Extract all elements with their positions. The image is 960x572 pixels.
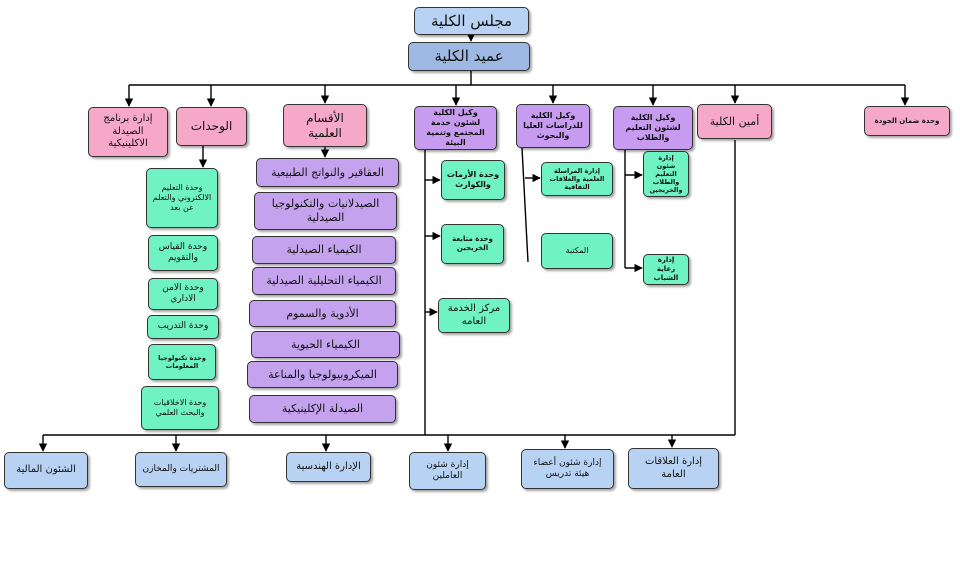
quality-unit-box: وحدة ضمان الجودة bbox=[864, 106, 950, 136]
public-relations-box: إدارة العلاقات العامة bbox=[628, 448, 719, 489]
clinical-program-box: إدارة برنامج الصيدلة الاكلينيكية bbox=[88, 107, 168, 157]
public-service-center-box: مركز الخدمة العامه bbox=[438, 298, 510, 333]
vice-dean-research-box: وكيل الكلية للدراسات العليا والبحوث bbox=[516, 104, 590, 148]
vice-dean-community-box: وكيل الكلية لشئون خدمة المجتمع وتنمية ال… bbox=[414, 106, 497, 150]
scientific-departments-box: الأقسام العلمية bbox=[283, 104, 367, 147]
dept-pharmacology-toxicology: الأدوية والسموم bbox=[249, 300, 396, 327]
dept-microbiology-immunology: الميكروبيولوجيا والمناعة bbox=[247, 361, 398, 388]
dept-pharmaceutics: الصيدلانيات والتكنولوجيا الصيدلية bbox=[254, 192, 397, 230]
unit-elearning: وحدة التعليم الالكتروني والتعلم عن بعد bbox=[146, 168, 218, 228]
procurement-stores-box: المشتريات والمخازن bbox=[135, 452, 227, 487]
college-secretary-box: أمين الكلية bbox=[697, 104, 772, 139]
dept-clinical-pharmacy: الصيدلة الإكلينيكية bbox=[249, 395, 396, 423]
graduates-followup-box: وحدة متابعة الخريجين bbox=[441, 224, 504, 264]
engineering-admin-box: الإدارة الهندسية bbox=[286, 452, 371, 482]
dept-biochemistry: الكيمياء الحيوية bbox=[251, 331, 400, 358]
units-box: الوحدات bbox=[176, 107, 247, 146]
dean-box: عميد الكلية bbox=[408, 42, 530, 71]
unit-training: وحدة التدريب bbox=[147, 315, 219, 339]
vice-dean-education-box: وكيل الكلية لشئون التعليم والطلاب bbox=[613, 106, 693, 150]
dept-analytical-chemistry: الكيمياء التحليلية الصيدلية bbox=[252, 267, 396, 295]
crisis-unit-box: وحدة الأزمات والكوارث bbox=[441, 160, 505, 200]
education-affairs-box: إدارة شئون التعليم والطلاب والخريجين bbox=[643, 151, 689, 197]
scientific-correspondence-box: إدارة المراسلة العلمية والعلاقات الثقافي… bbox=[541, 162, 613, 196]
financial-affairs-box: الشئون المالية bbox=[4, 452, 88, 489]
unit-it: وحدة تكنولوجيا المعلومات bbox=[148, 344, 216, 380]
dept-pharmaceutical-chemistry: الكيمياء الصيدلية bbox=[252, 236, 396, 264]
college-council-box: مجلس الكلية bbox=[414, 7, 529, 35]
library-box: المكتبة bbox=[541, 233, 613, 269]
unit-admin-security: وحدة الامن الاداري bbox=[148, 278, 218, 310]
staff-affairs-box: إدارة شئون العاملين bbox=[409, 452, 486, 490]
youth-care-box: إدارة رعاية الشباب bbox=[643, 254, 689, 285]
dept-pharmacognosy: العقاقير والنواتج الطبيعية bbox=[256, 158, 399, 187]
faculty-affairs-box: إدارة شئون أعضاء هيئة تدريس bbox=[521, 449, 614, 489]
unit-assessment: وحدة القياس والتقويم bbox=[148, 235, 218, 271]
unit-ethics-research: وحدة الاخلاقيات والبحث العلمي bbox=[141, 386, 219, 430]
